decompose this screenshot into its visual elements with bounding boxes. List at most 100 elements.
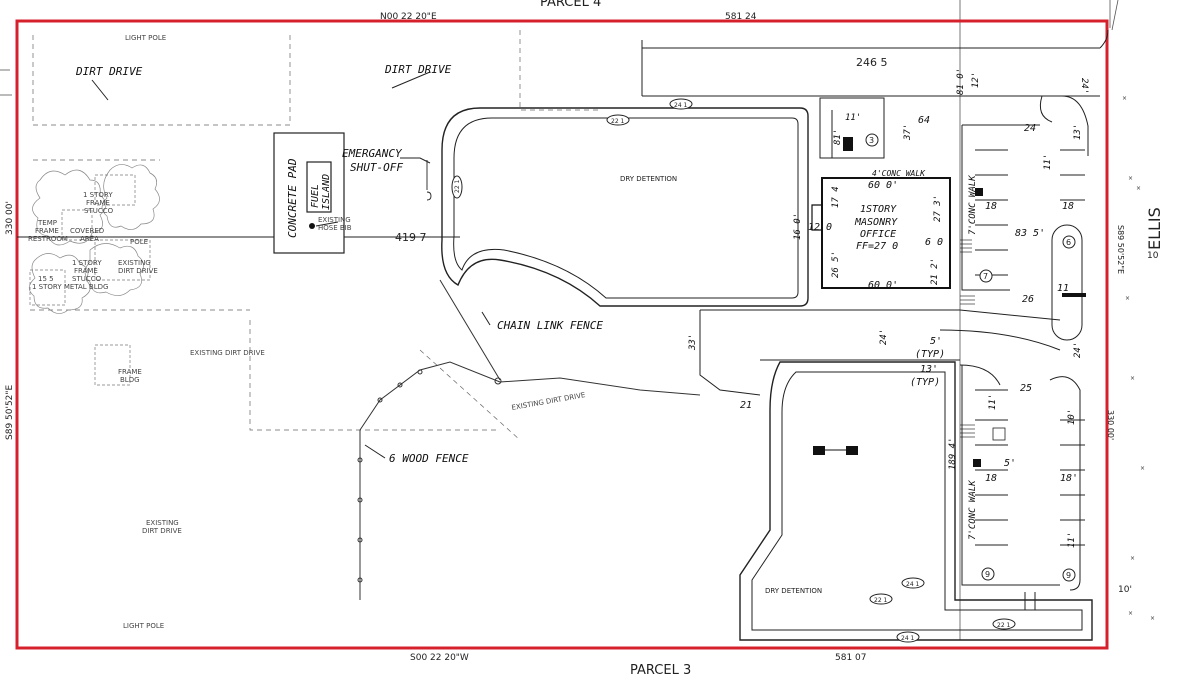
bottom-distance: 581 07 [835,653,867,663]
property-boundary [15,19,1109,650]
typ-5b: (TYP) [915,349,945,360]
existing-left-11: 15 5 [38,275,54,283]
existing-building-1: 1 STORY [83,191,113,199]
d-25: 25 [1020,383,1032,394]
existing-left-9: FRAME [74,267,98,275]
conc-walk-7b: 7'CONC WALK [968,480,978,540]
hose-bib-1: EXISTING [318,216,351,224]
d-21: 21 [740,400,752,411]
typ-5: 5' [930,336,942,347]
left-distance: 330 00' [5,201,15,235]
text-layer: PARCEL 4 N00 22 20"E 581 24 PARCEL 3 S00… [5,0,1164,675]
dim-221-vert: 22 1 [454,179,461,193]
bottom-parcel: PARCEL 3 [630,663,691,675]
d-174: 17 4 [831,186,841,208]
d-10-lower: 10' [1067,409,1077,425]
existing-left-7: DIRT DRIVE [118,267,158,275]
bar-marker [1062,293,1086,297]
d-120: 12 0 [808,222,832,233]
dirt-drive-areas [30,30,600,441]
d-265: 26 5' [831,251,841,278]
d-1894: 189 4' [948,437,958,470]
accessible-marker-lower [973,459,981,467]
existing-left-5: AREA [80,235,99,243]
hose-bib-2: HOSE BIB [318,224,352,232]
d-24-top: 24' [1079,78,1089,94]
wood-fence-label: 6 WOOD FENCE [389,452,469,465]
emergency-shutoff-marker [426,160,432,201]
d-26: 26 [1022,294,1034,305]
existing-dirt-drive-bottom-1: EXISTING [146,519,179,527]
pole-label: POLE [130,238,148,246]
dry-detention-north [441,107,809,307]
leader-arrows [91,71,491,459]
office-line-1: 1STORY [860,204,897,215]
existing-building-2: FRAME [86,199,110,207]
top-drive [641,29,1109,97]
d-810: 81 0' [956,68,966,95]
svg-text:×: × [1130,375,1135,382]
svg-text:×: × [1130,555,1135,562]
d-60: 6 0 [925,237,943,248]
existing-building-3: STUCCO [84,207,114,215]
right-10a: 10' [1118,585,1132,595]
top-distance: 581 24 [725,12,757,22]
dry-detention-south [739,361,1093,641]
dry-detention-north-inner [453,117,799,299]
dim-241-b2: 24 1 [901,635,915,642]
d-24-right: 24 [1024,123,1036,134]
light-pole-bottom: LIGHT POLE [123,622,164,630]
existing-structures [29,174,151,386]
existing-left-14: BLDG [120,376,140,384]
office-line-3: OFFICE [860,229,896,240]
dim-241-b1: 24 1 [906,581,920,588]
d-11-bottom: 11' [1067,532,1077,548]
existing-dirt-drive-road: EXISTING DIRT DRIVE [511,391,586,412]
d-24-mid-right: 24' [1073,342,1083,358]
existing-left-10: STUCCO [72,275,102,283]
stall-6: 6 [1066,238,1071,247]
dim-419: 419 7 [395,231,427,244]
hose-bib-icon [309,223,315,229]
d-18-b: 18 [1062,201,1074,212]
office-ff: FF=27 0 [856,241,898,252]
existing-dirt-drive-bottom-2: DIRT DRIVE [142,527,182,535]
existing-left-6: EXISTING [118,259,151,267]
typ-13b: (TYP) [910,377,940,388]
parking-upper [961,95,1089,341]
existing-left-12: 1 STORY METAL BLDG [32,283,108,291]
svg-text:×: × [1125,295,1130,302]
svg-text:×: × [1128,175,1133,182]
office-porch [811,204,822,231]
central-drive [699,309,1061,396]
d-5-lower: 5' [1004,458,1016,469]
light-pole-top: LIGHT POLE [125,34,166,42]
svg-text:×: × [1136,185,1141,192]
d-212: 21 2' [930,258,940,285]
d-18-lower-a: 18 [985,473,997,484]
stall-3: 3 [869,136,874,145]
d-33: 33' [688,334,698,351]
existing-left-8: 1 STORY [72,259,102,267]
stall-9a: 9 [985,570,990,579]
d-24-mid: 24' [879,329,889,345]
conc-walk-7a: 7'CONC WALK [968,175,978,235]
svg-text:×: × [1128,610,1133,617]
d-81: 81' [833,129,843,145]
concrete-pad-label: CONCRETE PAD [286,158,299,238]
emergency-2: SHUT-OFF [350,161,403,174]
d-13: 13' [1073,124,1083,140]
d-64: 64 [918,115,930,126]
svg-text:×: × [1122,95,1127,102]
stall-count-circles [865,133,1076,582]
dim-221-top: 22 1 [611,118,625,125]
d-37: 37' [903,124,913,141]
office-building [821,177,951,289]
d-11-bar: 11 [1057,283,1069,294]
d-273: 27 3' [933,195,943,222]
bottom-bearing: S00 22 20"W [410,653,469,663]
d-835: 83 5' [1015,228,1045,239]
dim-221-b1: 22 1 [874,597,888,604]
existing-left-13: FRAME [118,368,142,376]
top-bearing: N00 22 20"E [380,12,437,22]
